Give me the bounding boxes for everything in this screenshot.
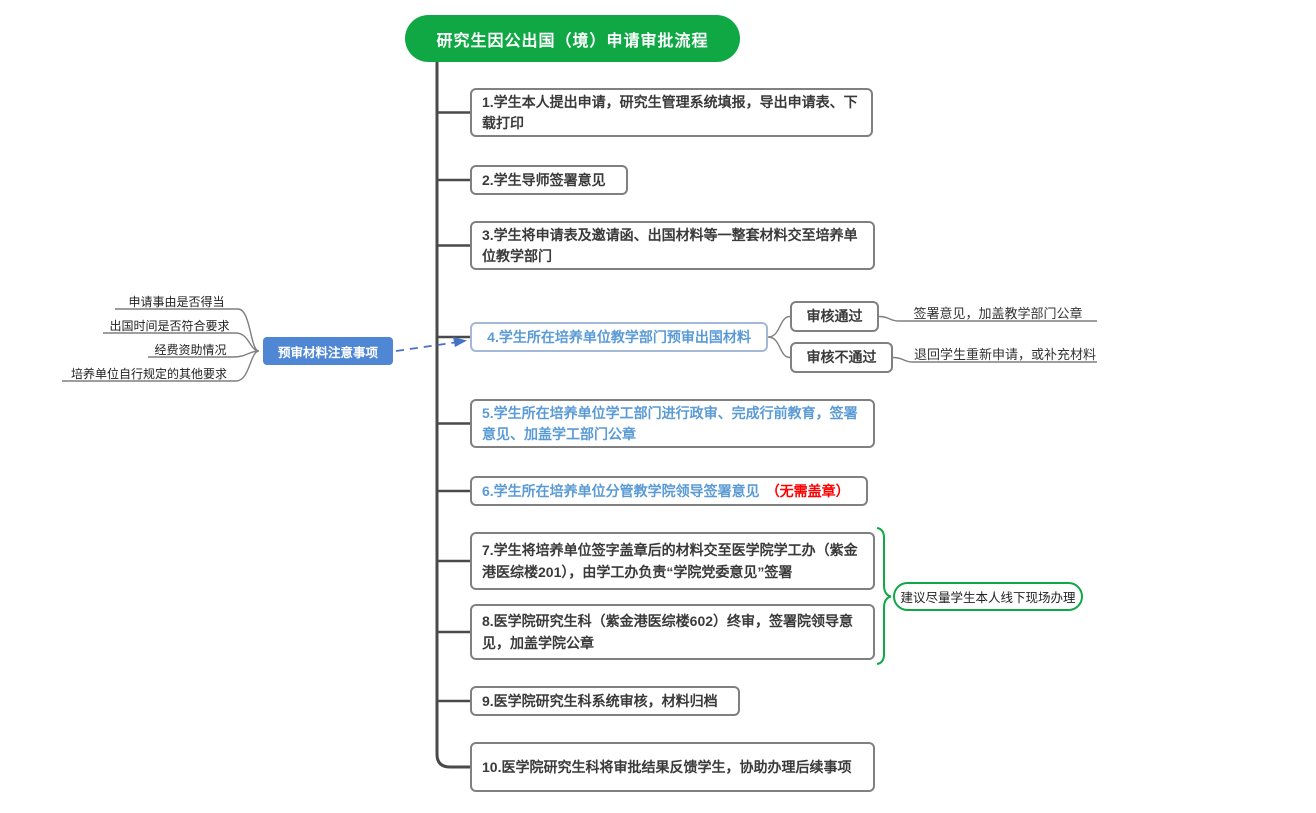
- step-text-8: 8.医学院研究生科（紫金港医综楼602）终审，签署院领导意见，加盖学院公章: [482, 613, 854, 651]
- step-text-6-main: 6.学生所在培养单位分管教学院领导签署意见: [482, 482, 760, 499]
- step-text-3: 3.学生将申请表及邀请函、出国材料等一整套材料交至培养单位教学部门: [482, 226, 858, 264]
- step-text-6: 6.学生所在培养单位分管教学院领导签署意见 （无需盖章）: [482, 481, 856, 502]
- suggestion-badge: 建议尽量学生本人线下现场办理: [893, 582, 1083, 611]
- step-node-5: 5.学生所在培养单位学工部门进行政审、完成行前教育，签署意见、加盖学工部门公章: [470, 399, 875, 448]
- review-split-connector: [767, 315, 791, 359]
- precheck-item-2: 出国时间是否符合要求: [109, 319, 230, 333]
- step-node-6: 6.学生所在培养单位分管教学院领导签署意见 （无需盖章）: [470, 476, 868, 506]
- review-pass-result-label: 签署意见，加盖教学部门公章: [913, 306, 1083, 321]
- review-fail-label: 审核不通过: [806, 349, 877, 365]
- step-text-1: 1.学生本人提出申请，研究生管理系统填报，导出申请表、下载打印: [482, 93, 858, 131]
- dashed-arrow: [395, 341, 456, 352]
- precheck-item-4: 培养单位自行规定的其他要求: [70, 367, 227, 381]
- step-text-2: 2.学生导师签署意见: [482, 171, 606, 188]
- step-text-7: 7.学生将培养单位签字盖章后的材料交至医学院学工办（紫金港医综楼201），由学工…: [482, 542, 858, 580]
- step-node-1: 1.学生本人提出申请，研究生管理系统填报，导出申请表、下载打印: [470, 88, 873, 137]
- branch-lines: [437, 111, 470, 703]
- step-text-9: 9.医学院研究生科系统审核，材料归档: [482, 692, 718, 709]
- precheck-item-1: 申请事由是否得当: [128, 295, 225, 309]
- review-fail-edge: [892, 356, 1097, 363]
- review-pass-edge: [878, 315, 1097, 322]
- precheck-item-lines: [62, 308, 260, 382]
- suggestion-brace: [876, 527, 892, 665]
- step-node-2: 2.学生导师签署意见: [470, 165, 628, 195]
- step-text-5: 5.学生所在培养单位学工部门进行政审、完成行前教育，签署意见、加盖学工部门公章: [482, 404, 858, 442]
- arrow-head-icon: [453, 337, 467, 347]
- review-fail-result-label: 退回学生重新申请，或补充材料: [913, 347, 1096, 362]
- step-node-9: 9.医学院研究生科系统审核，材料归档: [470, 686, 740, 716]
- step-node-3: 3.学生将申请表及邀请函、出国材料等一整套材料交至培养单位教学部门: [470, 221, 875, 270]
- step-node-8: 8.医学院研究生科（紫金港医综楼602）终审，签署院领导意见，加盖学院公章: [470, 604, 875, 660]
- review-pass-label: 审核通过: [806, 308, 863, 324]
- step-node-7: 7.学生将培养单位签字盖章后的材料交至医学院学工办（紫金港医综楼201），由学工…: [470, 532, 875, 590]
- precheck-callout: 预审材料注意事项: [263, 337, 393, 365]
- no-seal-note: （无需盖章）: [765, 482, 850, 499]
- trunk-line: [435, 62, 470, 769]
- precheck-item-3: 经费资助情况: [154, 343, 227, 357]
- review-fail-node: 审核不通过: [790, 342, 893, 373]
- step-node-4: 4.学生所在培养单位教学部门预审出国材料: [470, 322, 768, 352]
- step-node-10: 10.医学院研究生科将审批结果反馈学生，协助办理后续事项: [470, 742, 875, 792]
- review-pass-node: 审核通过: [790, 301, 879, 332]
- flow-title: 研究生因公出国（境）申请审批流程: [405, 15, 740, 62]
- step-text-4: 4.学生所在培养单位教学部门预审出国材料: [487, 328, 751, 345]
- step-text-10: 10.医学院研究生科将审批结果反馈学生，协助办理后续事项: [482, 758, 852, 775]
